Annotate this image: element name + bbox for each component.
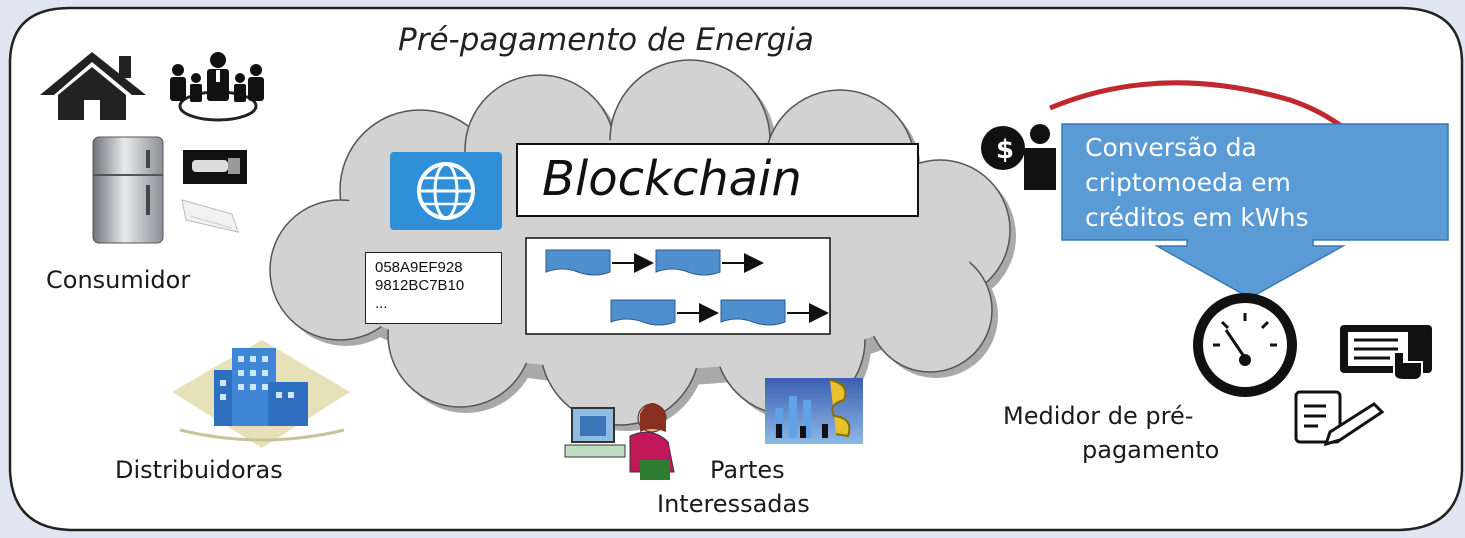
meter-label-line2: pagamento <box>1082 436 1220 464</box>
diagram-title: Pré-pagamento de Energia <box>398 22 814 58</box>
hash-line: 9812BC7B10 <box>375 277 465 294</box>
document-edit-icon <box>1294 390 1385 447</box>
blockchain-label: Blockchain <box>542 151 802 207</box>
distributors-label: Distribuidoras <box>115 456 283 484</box>
money-person-icon <box>981 124 1056 190</box>
lamp-icon <box>183 150 247 184</box>
conversion-text: Conversão da criptomoeda em créditos em … <box>1085 130 1445 235</box>
conversion-line: Conversão da <box>1085 133 1257 162</box>
people-network-icon <box>170 52 264 122</box>
stakeholders-label-line2: Interessadas <box>657 490 810 518</box>
conversion-line: criptomoeda em <box>1085 168 1291 197</box>
person-at-computer-icon <box>564 403 675 480</box>
hash-box: 058A9EF928 9812BC7B10 ... <box>365 252 502 324</box>
consumer-label: Consumidor <box>46 266 191 294</box>
buildings-icon <box>172 340 350 448</box>
business-chart-icon <box>765 378 863 444</box>
conversion-line: créditos em kWhs <box>1085 203 1309 232</box>
refrigerator-icon <box>92 136 164 244</box>
gauge-icon <box>1193 293 1297 397</box>
block-sequence <box>525 237 831 335</box>
globe-icon <box>390 152 502 230</box>
hash-line: 058A9EF928 <box>375 259 463 276</box>
stakeholders-label-line1: Partes <box>710 456 785 484</box>
dollar-sign-icon: $ <box>996 135 1014 165</box>
conversion-callout <box>1049 80 1449 299</box>
blockchain-box: Blockchain <box>516 143 919 217</box>
touch-screen-icon <box>1340 325 1432 381</box>
house-icon <box>40 52 146 120</box>
air-conditioner-icon <box>181 199 239 233</box>
hash-line: ... <box>375 295 388 312</box>
meter-label-line1: Medidor de pré- <box>1003 402 1194 430</box>
